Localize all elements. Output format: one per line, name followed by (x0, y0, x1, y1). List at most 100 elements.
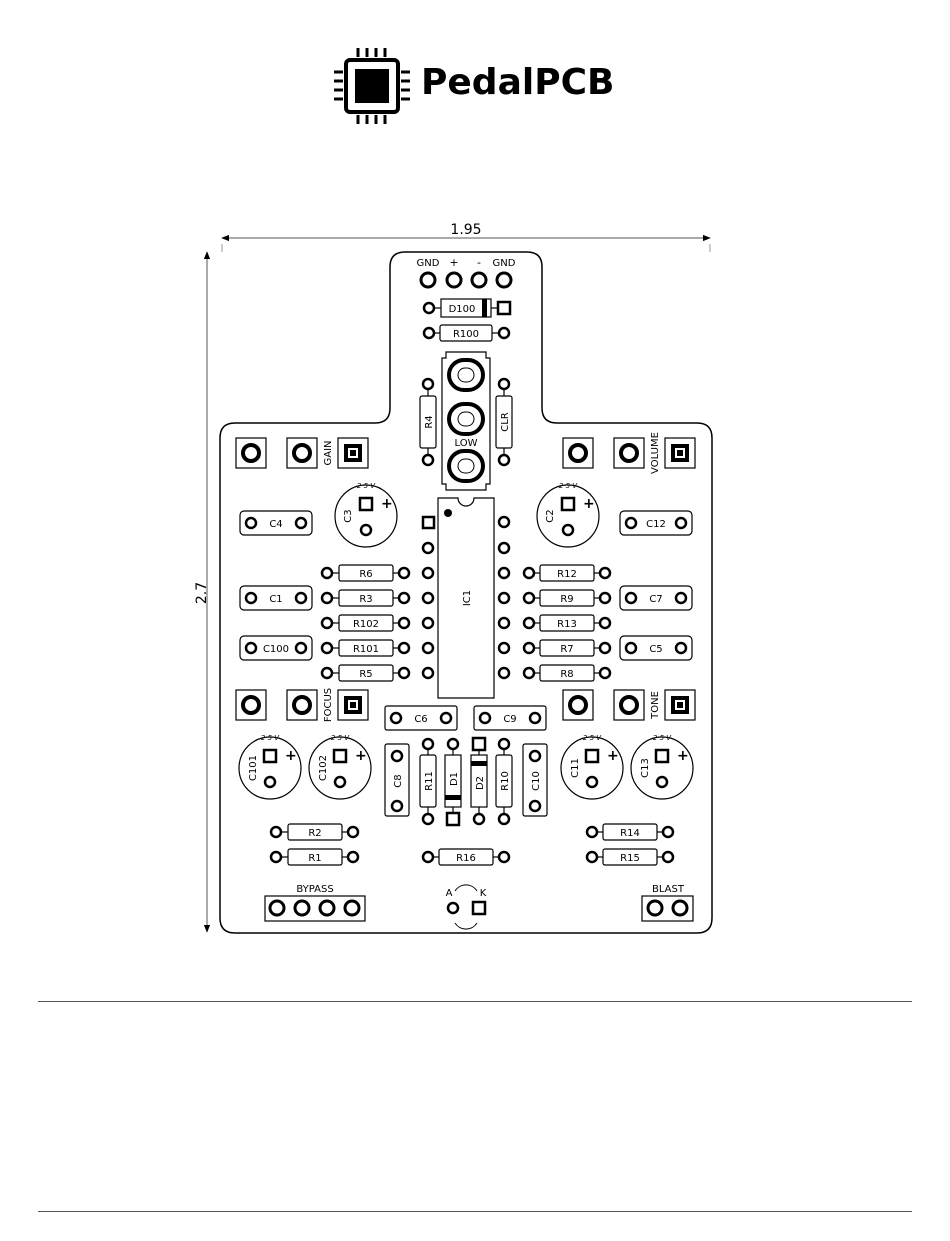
diode-d2: D2 (471, 738, 487, 824)
resistor-r12: R12 (524, 565, 610, 581)
label-r13: R13 (557, 619, 577, 630)
cap-c102: + 2 5 V C102 (309, 734, 371, 799)
label-r6: R6 (359, 569, 372, 580)
resistor-r6: R6 (322, 565, 409, 581)
label-c1: C1 (269, 594, 282, 605)
power-label-gnd-2: GND (493, 258, 516, 269)
cap-c100: C100 (240, 636, 312, 660)
label-r7: R7 (560, 644, 573, 655)
cap-c7: C7 (620, 586, 692, 610)
cap-c8: C8 (385, 744, 409, 816)
resistor-r15: R15 (587, 849, 673, 865)
label-gain: GAIN (323, 440, 334, 465)
label-tone: TONE (650, 691, 661, 720)
label-c11: C11 (570, 758, 581, 778)
label-anode: A (446, 888, 453, 899)
label-r14: R14 (620, 828, 640, 839)
label-volume: VOLUME (650, 432, 661, 474)
label-r3: R3 (359, 594, 372, 605)
cap-c102-marks: 2 5 V (331, 734, 350, 742)
diode-d100: D100 (424, 299, 510, 317)
power-label-gnd: GND (417, 258, 440, 269)
height-label: 2.7 (194, 582, 210, 604)
led-footprint: A K (446, 885, 487, 929)
label-c6: C6 (414, 714, 427, 725)
label-r2: R2 (308, 828, 321, 839)
pcb-layout-diagram: 1.95 2.7 GND + - GND D100 R100 (0, 0, 950, 1000)
cap-c6: C6 (385, 706, 457, 730)
svg-text:+: + (285, 748, 297, 764)
label-r12: R12 (557, 569, 577, 580)
ic1: IC1 (423, 498, 509, 698)
cap-c2: + 2 5 V C2 (537, 482, 599, 547)
resistor-r4: R4 (420, 379, 436, 465)
label-c10: C10 (531, 771, 542, 791)
label-c2: C2 (545, 509, 556, 522)
bypass-header: BYPASS (265, 884, 365, 921)
label-c4: C4 (269, 519, 282, 530)
pot-gain: GAIN (236, 438, 368, 468)
svg-text:+: + (677, 748, 689, 764)
label-d2: D2 (475, 776, 486, 790)
width-dimension: 1.95 (222, 222, 710, 252)
label-c5: C5 (649, 644, 662, 655)
svg-text:+: + (355, 748, 367, 764)
label-c12: C12 (646, 519, 666, 530)
label-r15: R15 (620, 853, 640, 864)
resistor-r7: R7 (524, 640, 610, 656)
label-r102: R102 (353, 619, 379, 630)
resistor-r2: R2 (271, 824, 358, 840)
label-c100: C100 (263, 644, 289, 655)
cap-c3-marks: 2 5 V (357, 482, 376, 490)
label-r16: R16 (456, 853, 476, 864)
divider-top (38, 1001, 912, 1002)
cap-c11-marks: 2 5 V (583, 734, 602, 742)
blast-header: BLAST (642, 884, 693, 921)
cap-c13-marks: 2 5 V (653, 734, 672, 742)
label-cathode: K (480, 888, 487, 899)
cap-c13: + 2 5 V C13 (631, 734, 693, 799)
resistor-r3: R3 (322, 590, 409, 606)
cap-c9: C9 (474, 706, 546, 730)
pot-tone: TONE (563, 690, 695, 720)
label-r100: R100 (453, 329, 479, 340)
label-r11: R11 (424, 771, 435, 791)
label-c7: C7 (649, 594, 662, 605)
label-ic1: IC1 (462, 590, 473, 606)
resistor-r10: R10 (496, 739, 512, 824)
diode-d1: D1 (445, 739, 461, 825)
label-d1: D1 (449, 772, 460, 786)
cap-c101: + 2 5 V C101 (239, 734, 301, 799)
label-c13: C13 (640, 758, 651, 778)
pot-focus: FOCUS (236, 688, 368, 722)
resistor-r14: R14 (587, 824, 673, 840)
width-label: 1.95 (450, 222, 481, 238)
resistor-r8: R8 (524, 665, 610, 681)
label-bypass: BYPASS (296, 884, 333, 895)
pot-volume: VOLUME (563, 432, 695, 474)
cap-c101-marks: 2 5 V (261, 734, 280, 742)
label-r10: R10 (500, 771, 511, 791)
power-header: GND + - GND (417, 256, 516, 287)
label-r5: R5 (359, 669, 372, 680)
label-r8: R8 (560, 669, 573, 680)
label-c9: C9 (503, 714, 516, 725)
resistor-r101: R101 (322, 640, 409, 656)
cap-c2-marks: 2 5 V (559, 482, 578, 490)
cap-c1: C1 (240, 586, 312, 610)
cap-c4: C4 (240, 511, 312, 535)
cap-c11: + 2 5 V C11 (561, 734, 623, 799)
power-label-plus: + (449, 256, 458, 269)
resistor-r16: R16 (423, 849, 509, 865)
resistor-r9: R9 (524, 590, 610, 606)
label-clr: CLR (500, 412, 511, 432)
resistor-r102: R102 (322, 615, 409, 631)
power-label-minus: - (477, 256, 481, 269)
cap-c3: + 2 5 V C3 (335, 482, 397, 547)
clip-switch: LOW (442, 352, 490, 490)
resistor-r11: R11 (420, 739, 436, 824)
label-blast: BLAST (652, 884, 685, 895)
cap-c5: C5 (620, 636, 692, 660)
cap-c10: C10 (523, 744, 547, 816)
svg-text:+: + (583, 496, 595, 512)
